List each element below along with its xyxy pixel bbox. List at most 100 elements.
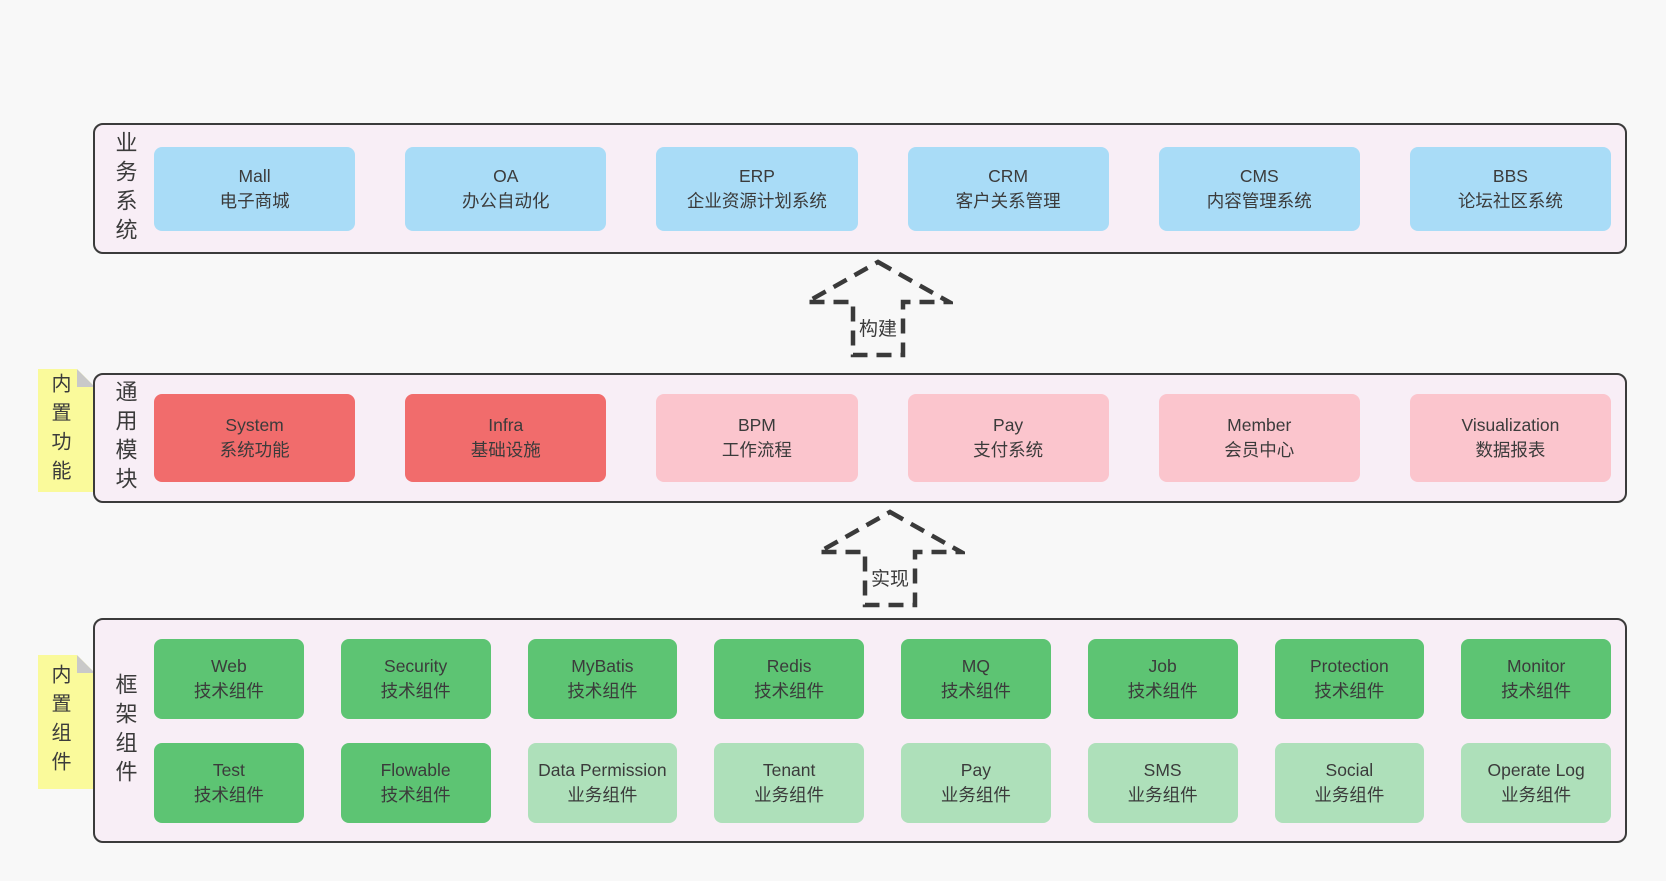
arrow-build: 构建 — [803, 258, 953, 358]
arrow-implement-label: 实现 — [868, 564, 912, 591]
box-subtitle: 基础设施 — [470, 440, 541, 460]
box-title: Flowable — [380, 759, 451, 780]
box-infra: Infra 基础设施 — [405, 394, 607, 482]
box-subtitle: 业务组件 — [1127, 784, 1198, 805]
arrow-build-label: 构建 — [856, 314, 900, 341]
box-job: Job 技术组件 — [1087, 638, 1238, 719]
layer-label-business-systems: 业务系统 — [95, 125, 154, 252]
box-title: MQ — [961, 655, 990, 676]
component-row-1: Web 技术组件 Security 技术组件 MyBatis 技术组件 Redi… — [154, 638, 1611, 719]
box-system: System 系统功能 — [154, 394, 356, 482]
box-subtitle: 电子商城 — [219, 190, 290, 211]
sticky-note-builtin-features: 内置功能 — [38, 369, 95, 492]
box-title: BBS — [1492, 165, 1528, 186]
box-bpm: BPM 工作流程 — [656, 394, 858, 482]
box-subtitle: 技术组件 — [1501, 680, 1572, 701]
box-title: Pay — [960, 759, 991, 780]
sticky-note-label: 内置组件 — [48, 664, 70, 780]
box-flowable: Flowable 技术组件 — [340, 742, 491, 823]
box-title: Tenant — [762, 759, 816, 780]
box-erp: ERP 企业资源计划系统 — [656, 146, 858, 231]
box-title: Redis — [766, 655, 812, 676]
sticky-note-label: 内置功能 — [48, 372, 70, 489]
box-title: Protection — [1309, 655, 1389, 676]
box-mall: Mall 电子商城 — [154, 146, 356, 231]
box-tenant: Tenant 业务组件 — [714, 742, 864, 823]
box-subtitle: 数据报表 — [1475, 440, 1546, 460]
component-boxes-grid: Web 技术组件 Security 技术组件 MyBatis 技术组件 Redi… — [154, 620, 1625, 841]
box-subtitle: 业务组件 — [940, 784, 1011, 805]
box-subtitle: 技术组件 — [940, 680, 1011, 701]
box-bbs: BBS 论坛社区系统 — [1409, 146, 1612, 231]
box-subtitle: 客户关系管理 — [955, 190, 1061, 211]
box-subtitle: 技术组件 — [193, 680, 264, 701]
box-subtitle: 业务组件 — [1314, 784, 1385, 805]
box-title: System — [225, 415, 284, 436]
box-title: Social — [1325, 759, 1374, 780]
box-subtitle: 内容管理系统 — [1206, 190, 1312, 211]
box-social: Social 业务组件 — [1274, 742, 1425, 823]
box-subtitle: 业务组件 — [754, 784, 825, 805]
layer-label-text: 框架组件 — [112, 672, 138, 789]
box-subtitle: 系统功能 — [219, 440, 290, 460]
box-subtitle: 技术组件 — [1127, 680, 1198, 701]
box-crm: CRM 客户关系管理 — [907, 146, 1109, 231]
box-title: Member — [1227, 415, 1292, 436]
box-title: Mall — [238, 165, 271, 186]
box-protection: Protection 技术组件 — [1274, 638, 1425, 719]
layer-label-text: 通用模块 — [112, 380, 138, 496]
box-title: Test — [212, 759, 245, 780]
box-title: Web — [211, 655, 247, 676]
box-sms: SMS 业务组件 — [1087, 742, 1238, 823]
box-title: CRM — [988, 165, 1029, 186]
box-subtitle: 技术组件 — [193, 784, 264, 805]
module-boxes-row: System 系统功能 Infra 基础设施 BPM 工作流程 Pay 支付系统… — [154, 375, 1625, 501]
box-pay-component: Pay 业务组件 — [901, 742, 1051, 823]
panel-common-modules: 通用模块 System 系统功能 Infra 基础设施 BPM 工作流程 Pay… — [93, 373, 1627, 503]
box-pay-module: Pay 支付系统 — [907, 394, 1109, 482]
box-subtitle: 工作流程 — [721, 440, 792, 460]
panel-business-systems: 业务系统 Mall 电子商城 OA 办公自动化 ERP 企业资源计划系统 CRM… — [93, 123, 1627, 254]
box-mq: MQ 技术组件 — [901, 638, 1051, 719]
box-redis: Redis 技术组件 — [714, 638, 864, 719]
box-title: Visualization — [1461, 415, 1560, 436]
box-subtitle: 支付系统 — [973, 440, 1044, 460]
box-title: Operate Log — [1487, 759, 1585, 780]
box-subtitle: 技术组件 — [380, 784, 451, 805]
box-operate-log: Operate Log 业务组件 — [1461, 742, 1611, 823]
box-subtitle: 业务组件 — [1501, 784, 1572, 805]
box-subtitle: 论坛社区系统 — [1457, 190, 1563, 211]
box-web: Web 技术组件 — [154, 638, 304, 719]
box-subtitle: 技术组件 — [567, 680, 638, 701]
box-subtitle: 技术组件 — [380, 680, 451, 701]
box-title: BPM — [737, 415, 776, 436]
panel-framework-components: 框架组件 Web 技术组件 Security 技术组件 MyBatis 技术组件… — [93, 618, 1627, 843]
dashed-up-arrow-icon — [815, 509, 965, 608]
box-subtitle: 办公自动化 — [462, 190, 550, 211]
box-member: Member 会员中心 — [1158, 394, 1360, 482]
dashed-up-arrow-icon — [803, 259, 953, 358]
box-subtitle: 技术组件 — [754, 680, 825, 701]
box-subtitle: 企业资源计划系统 — [686, 190, 827, 211]
arrow-implement: 实现 — [815, 508, 965, 608]
box-title: OA — [493, 165, 519, 186]
box-test: Test 技术组件 — [154, 742, 304, 823]
box-title: Infra — [488, 415, 524, 436]
sticky-note-builtin-components: 内置组件 — [38, 655, 95, 789]
box-title: Data Permission — [538, 759, 667, 780]
box-title: ERP — [738, 165, 775, 186]
box-subtitle: 会员中心 — [1224, 440, 1295, 460]
box-mybatis: MyBatis 技术组件 — [527, 638, 678, 719]
box-data-permission: Data Permission 业务组件 — [527, 742, 678, 823]
box-title: Job — [1148, 655, 1177, 676]
layer-label-text: 业务系统 — [112, 130, 138, 247]
box-monitor: Monitor 技术组件 — [1461, 638, 1611, 719]
layer-label-common-modules: 通用模块 — [95, 375, 154, 501]
box-title: Pay — [993, 415, 1024, 436]
box-subtitle: 技术组件 — [1314, 680, 1385, 701]
box-visualization: Visualization 数据报表 — [1409, 394, 1612, 482]
box-title: SMS — [1143, 759, 1182, 780]
component-row-2: Test 技术组件 Flowable 技术组件 Data Permission … — [154, 742, 1611, 823]
box-title: CMS — [1239, 165, 1279, 186]
box-oa: OA 办公自动化 — [405, 146, 607, 231]
